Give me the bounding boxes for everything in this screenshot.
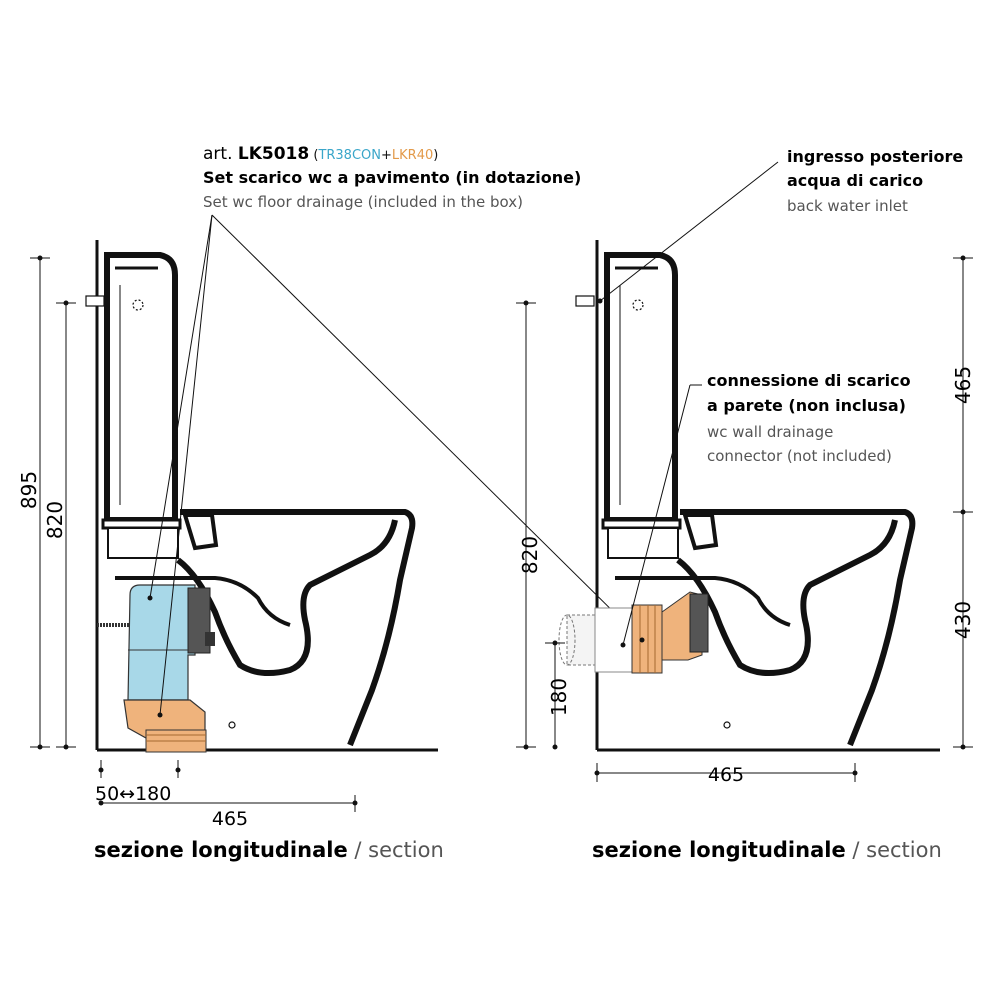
left-callout-it: Set scarico wc a pavimento (in dotazione… xyxy=(203,168,581,187)
right-top-callout-en: back water inlet xyxy=(787,197,908,215)
right-top-callout-it-1: ingresso posteriore xyxy=(787,147,963,166)
cistern xyxy=(104,252,178,523)
right-mid-callout-it-1: connessione di scarico xyxy=(707,371,911,390)
dim-180: 180 xyxy=(547,678,571,716)
right-mid-callout-en-2: connector (not included) xyxy=(707,447,892,465)
dim-430: 430 xyxy=(951,601,975,639)
left-caption: sezione longitudinale / section xyxy=(94,838,444,862)
left-section-drawing xyxy=(30,214,643,812)
dim-465-bottom-right: 465 xyxy=(708,764,744,786)
dim-820-right: 820 xyxy=(518,536,542,574)
right-mid-callout-it-2: a parete (non inclusa) xyxy=(707,396,906,415)
dim-820-left: 820 xyxy=(43,501,67,539)
orange-wall-connector xyxy=(631,604,663,674)
left-callout-en: Set wc floor drainage (included in the b… xyxy=(203,193,523,211)
right-mid-callout-en-1: wc wall drainage xyxy=(707,423,833,441)
dim-895: 895 xyxy=(17,471,41,509)
blue-connector xyxy=(127,584,196,701)
cistern xyxy=(604,252,678,523)
right-section-drawing xyxy=(516,161,973,782)
left-callout-title: art. LK5018 (TR38CON+LKR40) xyxy=(203,144,438,164)
bowl-outline xyxy=(680,509,916,747)
right-caption: sezione longitudinale / section xyxy=(592,838,942,862)
bowl-outline xyxy=(180,509,416,747)
dim-465-top-right: 465 xyxy=(951,366,975,404)
dim-50-180: 50↔180 xyxy=(95,783,171,805)
dim-465-left: 465 xyxy=(212,808,248,830)
right-top-callout-it-2: acqua di carico xyxy=(787,171,923,190)
